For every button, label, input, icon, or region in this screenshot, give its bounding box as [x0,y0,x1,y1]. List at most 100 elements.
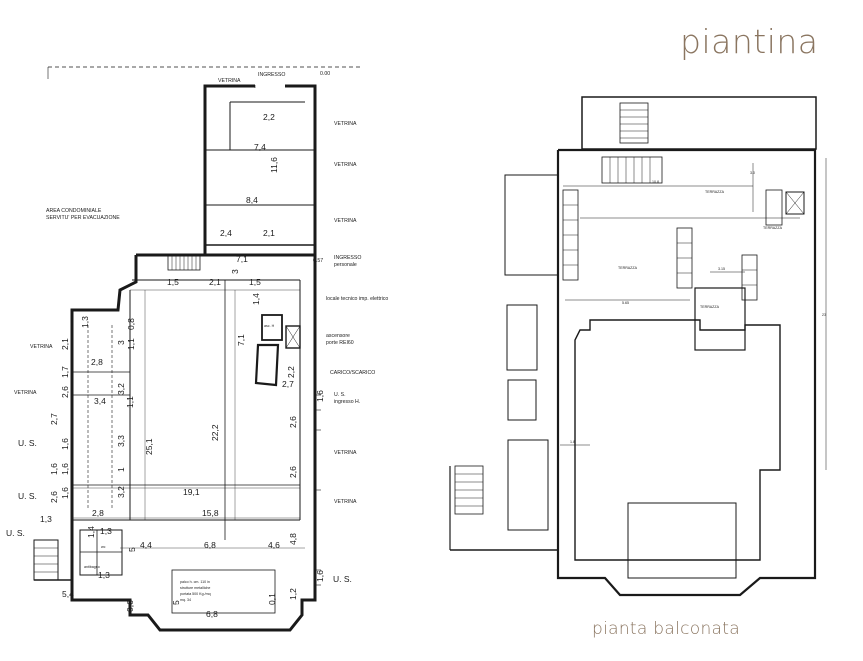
stage-note-3: portata 500 Kg./mq [180,592,211,596]
dim: 6,8 [204,540,216,550]
label-vetrina-3: VETRINA [334,218,357,224]
dim: 1,6 [315,570,325,582]
dim: 4,8 [288,533,298,545]
dim: 0,8 [126,318,136,330]
label-vetrina-top: VETRINA [218,78,241,84]
dim: 1,3 [100,526,112,536]
label-us-left-1: U. S. [18,438,37,448]
label-antibagno: antibagno [84,565,100,569]
label-us-right: U. S. [333,574,352,584]
dim: 2,1 [263,228,275,238]
label-locale-tecnico: locale tecnico imp. elettrico [326,296,388,302]
dim: 1,6 [49,463,59,475]
label-vetrina-1: VETRINA [334,121,357,127]
dim: 3,2 [116,383,126,395]
dim: 7,1 [236,334,246,346]
balcony-outline [556,148,817,597]
dim: 2,1 [209,277,221,287]
dim: 1,3 [98,570,110,580]
label-ingresso-pers-1: INGRESSO [334,255,361,261]
balcony-dim-width: 10.8 [652,180,659,184]
dim: 1,4 [251,293,261,305]
dim: 1,4 [86,526,96,538]
dim: 3 [230,269,240,274]
label-vetrina-right-2: VETRINA [334,499,357,505]
label-asc-h: asc. H [264,324,275,328]
label-wc: wc [101,545,106,549]
label-us-left-2: U. S. [18,491,37,501]
balcony-dim-small: 3.15 [718,267,725,271]
dim: 1,6 [60,438,70,450]
page-title: piantina [680,22,819,61]
balcony-terrazza-3: TERRAZZA [618,266,638,270]
ground-wall-main [112,253,317,632]
label-vetrina-left-1: VETRINA [30,344,53,350]
dim: 22,2 [210,424,220,441]
dim: 1,3 [40,514,52,524]
dim: 3 [116,340,126,345]
dim: 5,4 [62,589,74,599]
stage-note-1: palco h. cm. 110 in [180,580,210,584]
label-area-1: AREA CONDOMINIALE [46,208,102,214]
dim: 3,2 [116,486,126,498]
dim: 2,6 [288,466,298,478]
dim: 1 [116,467,126,472]
label-us-left-3: U. S. [6,528,25,538]
dim: 11,6 [269,157,279,173]
dim: 2,8 [91,357,103,367]
label-ingresso-pers-2: personale [334,262,357,268]
dim: 7,4 [254,142,266,152]
dim: 2,4 [220,228,232,238]
dim: 4,4 [140,540,152,550]
label-level: 0.00 [320,71,330,77]
balcony-dim-edge: 1.8 [570,440,575,444]
dim: 19,1 [183,487,200,497]
balcony-terrazza-1: TERRAZZA [705,190,725,194]
dim: 1,5 [167,277,179,287]
dim: 1,7 [60,366,70,378]
label-vetrina-right-1: VETRINA [334,450,357,456]
dim: 1,1 [125,396,135,408]
label-ingresso: INGRESSO [258,72,285,78]
dim: 2,7 [49,413,59,425]
dim: 7,1 [236,254,248,264]
stage-note-2: strutture metalliche [180,586,210,590]
dim: 2,6 [60,386,70,398]
balcony-mezzanine [574,319,781,561]
dim: 2,6 [288,416,298,428]
dim: 0,6 [125,600,135,612]
stage-note-4: mq. 34 [180,598,191,602]
dim: 8,4 [246,195,258,205]
dim: 0,1 [267,593,277,605]
dim: 6,8 [206,609,218,619]
plan-subtitle: pianta balconata [592,619,740,639]
label-porte: porte REI60 [326,340,354,346]
balcony-dim-height: 3.0 [750,171,755,175]
dim: 25,1 [144,438,154,455]
dim: 4,6 [268,540,280,550]
dim: 1,5 [249,277,261,287]
dim: 2,7 [282,379,294,389]
dim: 3,4 [94,396,106,406]
dim: 5 [127,547,137,552]
dim: 5 [171,600,181,605]
dim: 1,2 [288,588,298,600]
dim: 15,8 [202,508,219,518]
balcony-terrazza-2: TERRAZZA [763,226,783,230]
dim: 2,2 [286,366,296,378]
label-us-h-2: ingresso H. [334,399,360,405]
stage-box [171,569,276,614]
dim: 2,2 [263,112,275,122]
dim: 1,6 [315,390,325,402]
label-us-h-1: U. S. [334,392,346,398]
dim: 1,6 [60,463,70,475]
dim: 1,3 [80,316,90,328]
label-vetrina-2: VETRINA [334,162,357,168]
label-carico: CARICO/SCARICO [330,370,375,376]
balcony-dim-total: 23 [822,313,826,317]
label-057: 0.57 [313,258,323,264]
dim: 3,3 [116,435,126,447]
balcony-terrazza-4: TERRAZZA [700,305,720,309]
dim: 1,1 [126,338,136,350]
